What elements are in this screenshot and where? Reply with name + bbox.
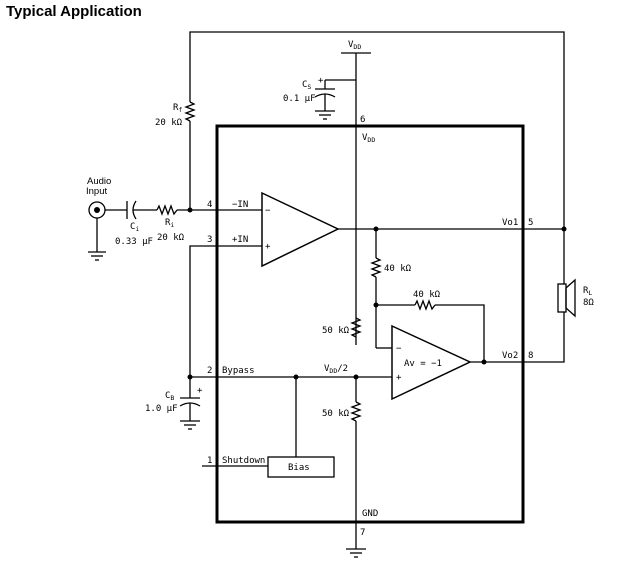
ground-chip xyxy=(346,548,366,558)
pin-8-number: 8 xyxy=(528,351,533,361)
resistor-ri xyxy=(156,204,178,216)
ground-cb xyxy=(180,420,200,430)
rl-name: R xyxy=(583,286,589,296)
pin-2-label: Bypass xyxy=(222,366,255,376)
resistor-40k-vertical xyxy=(370,257,382,278)
cs-polarity: + xyxy=(318,76,324,86)
pin-5-number: 5 xyxy=(528,218,533,228)
audio-input-jack xyxy=(88,201,127,261)
resistor-rf xyxy=(184,101,196,122)
pin-2-number: 2 xyxy=(207,366,212,376)
ground-cs xyxy=(315,110,335,120)
svg-text:VDD: VDD xyxy=(348,40,361,51)
capacitor-cs: + CS 0.1 μF xyxy=(283,76,356,111)
amp2-gain-label: Av = −1 xyxy=(404,359,442,369)
r40-vertical-value: 40 kΩ xyxy=(384,264,412,274)
audio-input-line2: Input xyxy=(86,186,107,197)
bias-block xyxy=(267,456,335,478)
resistor-50k-top xyxy=(350,317,362,338)
vdd-half-label: V xyxy=(324,364,330,374)
capacitor-ci xyxy=(126,200,157,220)
cs-value: 0.1 μF xyxy=(283,94,316,104)
ri-name: R xyxy=(165,218,171,228)
svg-text:Ci: Ci xyxy=(130,222,139,233)
rl-value: 8Ω xyxy=(583,298,594,308)
svg-text:CB: CB xyxy=(165,391,174,402)
amp1-minus: − xyxy=(265,206,271,216)
svg-text:Rf: Rf xyxy=(173,103,182,114)
vdd-supply: VDD VDD xyxy=(341,40,375,345)
non-inverting-input-wire xyxy=(189,245,262,377)
r40-horizontal-value: 40 kΩ xyxy=(413,290,441,300)
junction xyxy=(187,207,193,213)
svg-text:RL: RL xyxy=(583,286,592,297)
cb-polarity: + xyxy=(197,386,203,396)
feedback-wire xyxy=(189,31,565,229)
amplifier-1 xyxy=(261,191,340,268)
amp2-minus: − xyxy=(396,344,402,354)
cs-name: C xyxy=(302,80,307,90)
svg-text:CS: CS xyxy=(302,80,311,91)
ri-value: 20 kΩ xyxy=(157,233,185,243)
pin-1-label: Shutdown xyxy=(222,456,265,466)
amp2-plus: + xyxy=(396,373,402,383)
resistor-50k-bottom xyxy=(350,401,362,422)
cb-value: 1.0 μF xyxy=(145,404,178,414)
junction xyxy=(481,359,487,365)
r50-bottom-value: 50 kΩ xyxy=(322,409,350,419)
capacitor-cb: + CB 1.0 μF xyxy=(145,377,203,421)
pin-6-number: 6 xyxy=(360,115,365,125)
ci-name: C xyxy=(130,222,135,232)
page-title: Typical Application xyxy=(6,3,142,20)
amp1-plus: + xyxy=(265,242,271,252)
pin-7-number: 7 xyxy=(360,528,365,538)
cb-name: C xyxy=(165,391,170,401)
resistor-40k-horizontal xyxy=(414,299,436,311)
gnd-label: GND xyxy=(362,509,378,519)
ci-value: 0.33 μF xyxy=(115,237,153,247)
pin-5-label: Vo1 xyxy=(502,218,518,228)
pin-4-label: −IN xyxy=(232,200,248,210)
svg-text:VDD: VDD xyxy=(362,133,375,144)
bias-label: Bias xyxy=(288,463,310,473)
r50-top-value: 50 kΩ xyxy=(322,326,350,336)
pin-3-number: 3 xyxy=(207,235,212,245)
vdd-inner-label: V xyxy=(362,133,368,143)
vo2-wire xyxy=(470,312,565,363)
audio-input-line1: Audio xyxy=(87,176,111,187)
pin-8-label: Vo2 xyxy=(502,351,518,361)
pin-3-label: +IN xyxy=(232,235,248,245)
svg-text:Ri: Ri xyxy=(165,218,174,229)
svg-text:VDD/2: VDD/2 xyxy=(324,364,348,375)
rf-name: R xyxy=(173,103,179,113)
pin-4-number: 4 xyxy=(207,200,212,210)
vdd-top-label: V xyxy=(348,40,354,50)
amplifier-2 xyxy=(391,324,472,401)
pin-1-number: 1 xyxy=(207,456,212,466)
speaker-icon xyxy=(557,229,576,318)
rf-value: 20 kΩ xyxy=(155,118,183,128)
chip-outline xyxy=(215,124,525,524)
